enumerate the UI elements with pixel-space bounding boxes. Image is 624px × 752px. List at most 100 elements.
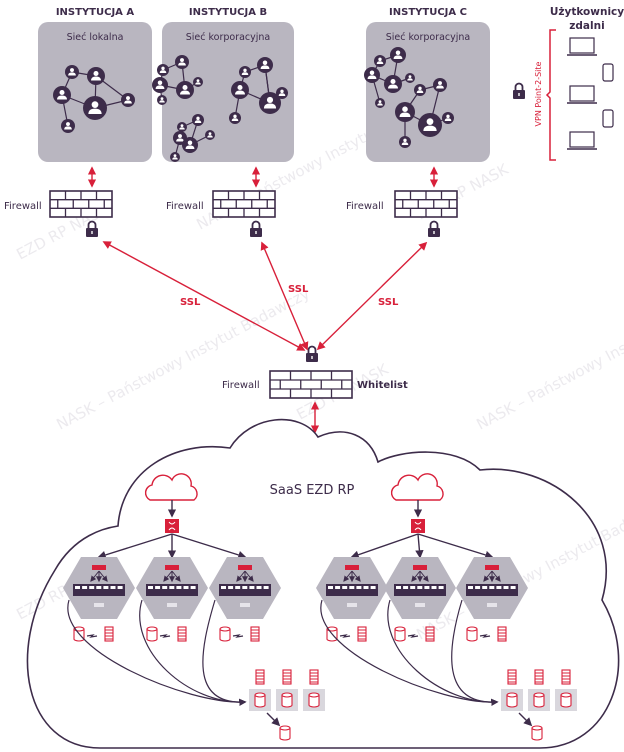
person-body (159, 70, 167, 73)
db-body (146, 629, 158, 642)
person-icon (192, 114, 204, 126)
person-node (418, 113, 442, 137)
watermark-text: NASK – Państwowy Instytut Badawczy (473, 284, 624, 433)
person-node (442, 112, 454, 124)
person-node (157, 64, 169, 76)
server-rack-node (209, 557, 281, 619)
server-icon (561, 669, 571, 685)
arrow (350, 533, 419, 559)
rack-slot (110, 586, 116, 589)
network-c-label: Sieć korporacyjna (386, 32, 471, 43)
person-node (157, 95, 167, 105)
person-icon (121, 93, 135, 107)
server-rack-node (456, 557, 528, 619)
server-body (534, 669, 544, 685)
person-body (180, 90, 190, 95)
person-node (414, 84, 426, 96)
person-body (195, 82, 201, 85)
person-icon (61, 119, 75, 133)
network-b-label: Sieć korporacyjna (186, 32, 271, 43)
rack-slot (396, 586, 401, 589)
person-head (243, 68, 247, 72)
rack-slot (190, 586, 196, 589)
replication-icon (479, 634, 491, 638)
server-rack-node (316, 557, 388, 619)
rack-slot (235, 586, 241, 589)
firewall-b-icon (212, 190, 276, 218)
arrow (415, 533, 424, 559)
firewall-b-label: Firewall (166, 201, 204, 212)
server-body (507, 669, 517, 685)
server-body (250, 626, 260, 642)
arrow (97, 533, 173, 559)
person-body (64, 126, 72, 130)
person-body (399, 112, 411, 117)
balancer (413, 565, 427, 570)
central-lock-icon (306, 345, 318, 362)
phone-body (602, 109, 614, 128)
institution-a-title: INSTYTUCJA A (56, 7, 135, 18)
rack-slot (503, 586, 509, 589)
person-body (178, 62, 186, 66)
rack-slot (335, 586, 341, 589)
arrow (163, 570, 173, 582)
laptop-screen (569, 37, 595, 54)
person-node (374, 55, 386, 67)
rack-led (167, 603, 177, 607)
database-icon (531, 725, 543, 741)
ssl-label-c: SSL (378, 297, 399, 308)
firewall-a-label: Firewall (4, 201, 42, 212)
person-head (390, 78, 396, 85)
db-top (219, 626, 231, 632)
server-body (357, 626, 367, 642)
person-body (235, 90, 245, 95)
person-icon (193, 77, 203, 87)
person-body (376, 61, 384, 64)
rack-slot (489, 586, 495, 589)
db-top (506, 692, 518, 698)
laptop-icon (567, 37, 597, 56)
rack-slot (228, 586, 234, 589)
database-icon (281, 692, 293, 708)
person-node (229, 112, 241, 124)
person-head (160, 97, 164, 100)
arrow (417, 533, 494, 560)
person-icon (53, 86, 71, 104)
remote-users-line1: Użytkownicy (550, 6, 624, 18)
firewall-a-icon (49, 190, 113, 218)
person-head (266, 96, 274, 103)
central-firewall-label: Firewall (222, 380, 260, 391)
person-node (276, 87, 288, 99)
person-node (193, 77, 203, 87)
server-icon (357, 626, 367, 642)
lock-keyhole (91, 231, 93, 234)
person-body (91, 76, 101, 81)
db-top (308, 692, 320, 698)
person-node (239, 66, 251, 78)
db-body (254, 695, 266, 708)
rack-led (240, 603, 250, 607)
internet-cloud-icon (144, 473, 198, 501)
person-head (59, 89, 65, 96)
person-node (182, 137, 198, 153)
server-rack (466, 584, 518, 596)
balancer (345, 565, 359, 570)
replication-icon (339, 634, 351, 638)
network-b-cluster1 (152, 55, 203, 105)
server-icon (282, 669, 292, 685)
person-body (260, 65, 270, 69)
rack-slot (176, 586, 182, 589)
lock-keyhole (518, 93, 520, 96)
person-node (257, 57, 273, 73)
server-icon (255, 669, 265, 685)
person-body (416, 90, 424, 93)
db-body (560, 695, 572, 708)
lock-icon (250, 220, 262, 237)
rack-slot (82, 586, 88, 589)
network-a-label: Sieć lokalna (67, 32, 124, 43)
person-body (401, 142, 409, 145)
person-node (405, 73, 415, 83)
db-body (281, 695, 293, 708)
person-node (390, 47, 406, 63)
person-icon (405, 73, 415, 83)
